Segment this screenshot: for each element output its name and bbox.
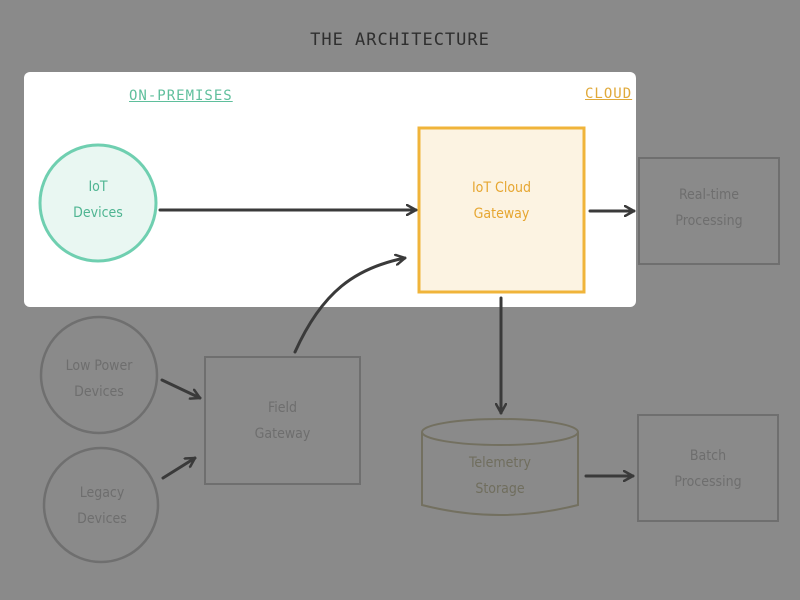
legacy-devices-node [42,446,160,564]
field-gateway-node [204,356,361,485]
arrow-legacy-to-field [161,456,197,480]
telemetry-storage-node [421,418,579,516]
zone-label-cloud: CLOUD [585,86,633,102]
iot-cloud-gateway-node [417,126,586,294]
arrow-lowpower-to-field [160,378,202,398]
iot-devices-node [38,143,158,263]
zone-label-on-premises: ON-PREMISES [129,88,233,104]
low-power-devices-node [39,315,159,435]
diagram-title: THE ARCHITECTURE [310,30,490,50]
batch-processing-node [637,414,779,522]
realtime-processing-node [638,157,780,265]
arrow-field-to-gateway [293,258,407,354]
